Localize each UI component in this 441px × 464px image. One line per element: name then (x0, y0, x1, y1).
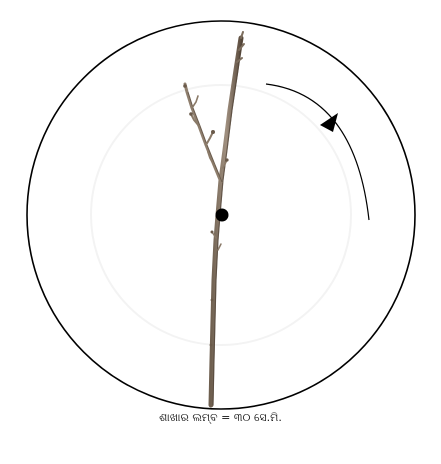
twig-bud (210, 230, 214, 234)
rotation-arrowhead (320, 113, 338, 132)
twig-bud (210, 298, 214, 302)
branch-length-caption: ଶାଖାର ଲମ୍ବ = ୩୦ ସେ.ମି. (159, 411, 282, 424)
twig-bud (183, 84, 187, 88)
twig-side-branch-shadow (187, 91, 223, 183)
twig-bud (189, 112, 193, 116)
twig-shoot-3 (207, 151, 215, 166)
twig-shoot-7 (217, 243, 222, 251)
twig-bud (209, 343, 213, 347)
inner-halo (90, 84, 352, 346)
twig-bud (225, 158, 229, 162)
pivot-point (215, 208, 229, 222)
twig-shoot-1 (205, 131, 214, 146)
rotation-arc (265, 83, 370, 221)
boundary-circle (26, 20, 416, 410)
twig-main-stem (208, 35, 244, 408)
twig-bud (211, 130, 215, 134)
twig-shoot-4 (191, 95, 199, 109)
twig-shoot-2 (190, 113, 200, 127)
twig-tip (236, 31, 245, 63)
